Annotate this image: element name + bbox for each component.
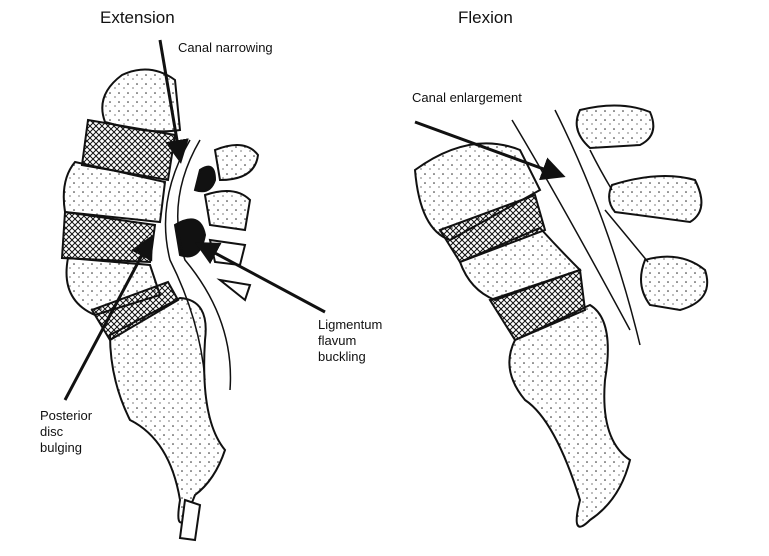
ligamentum-label: Ligmentum flavum buckling (318, 317, 382, 365)
ligamentum-arrow (194, 242, 326, 314)
canal-narrowing-label: Canal narrowing (178, 40, 273, 55)
disc-bulging-arrow (63, 234, 153, 401)
ligamentum-line-1: Ligmentum (318, 317, 383, 332)
flexion-title: Flexion (458, 8, 513, 27)
canal-narrowing-arrow (158, 39, 189, 164)
ligamentum-line-2: flavum (318, 333, 357, 348)
disc-line-3: bulging (40, 440, 82, 455)
disc-line-1: Posterior (40, 408, 93, 423)
flexion-spine (413, 104, 709, 528)
canal-enlargement-arrow (414, 120, 566, 181)
annotation-arrows (63, 39, 566, 401)
canal-enlargement-label: Canal enlargement (412, 90, 522, 105)
extension-title: Extension (100, 8, 175, 27)
ligamentum-line-3: buckling (318, 349, 366, 364)
extension-spine (60, 68, 260, 542)
disc-line-2: disc (40, 424, 64, 439)
disc-bulging-label: Posterior disc bulging (40, 408, 92, 456)
